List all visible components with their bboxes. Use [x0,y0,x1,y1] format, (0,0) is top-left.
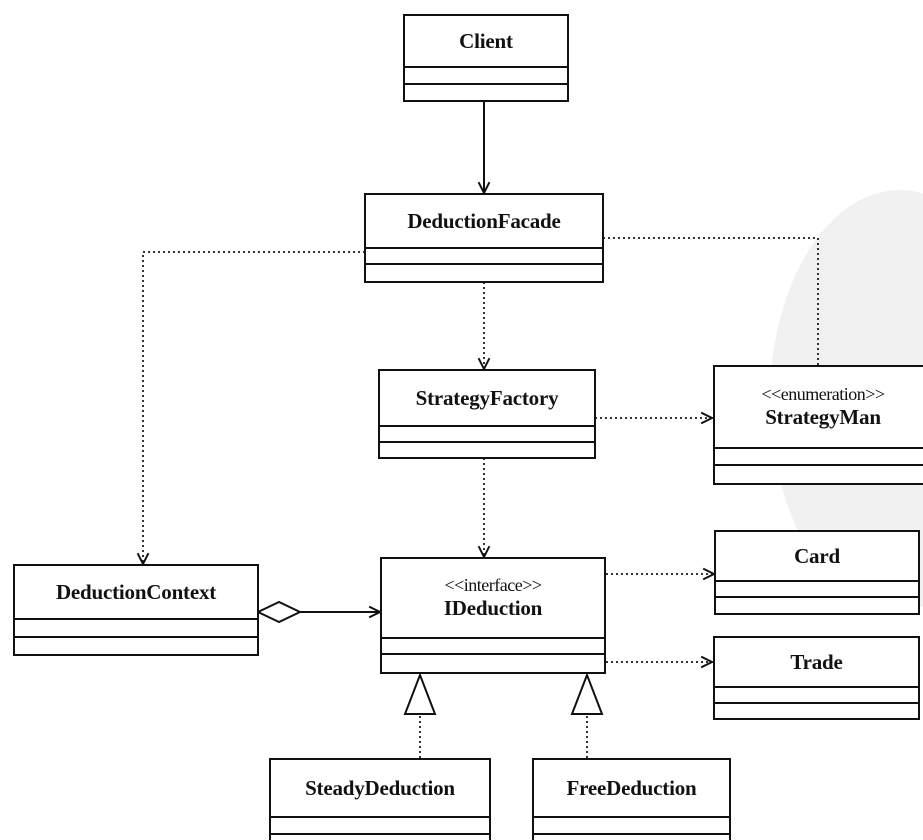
class-ideduction: <<interface>> IDeduction [380,557,606,674]
class-strategy-factory: StrategyFactory [378,369,596,459]
class-strategy-man: <<enumeration>> StrategyMan [713,365,923,485]
class-name: SteadyDeduction [305,775,455,800]
class-deduction-facade: DeductionFacade [364,193,604,283]
class-name: Client [459,28,513,53]
class-name: Card [794,543,840,568]
realization-triangle-steady [403,672,437,715]
class-name: DeductionFacade [407,208,561,233]
class-free-deduction: FreeDeduction [532,758,731,840]
relation-facade-strategyman [603,237,818,390]
class-client: Client [403,14,569,102]
realization-triangle-free [570,672,604,715]
class-stereotype: <<interface>> [444,575,542,595]
class-name: Trade [790,649,843,674]
aggregation-diamond [255,600,303,624]
class-card: Card [714,530,920,615]
class-stereotype: <<enumeration>> [761,384,885,404]
class-name: IDeduction [443,596,543,620]
class-name: StrategyMan [765,405,881,429]
class-steady-deduction: SteadyDeduction [269,758,491,840]
class-name: DeductionContext [55,579,217,604]
class-trade: Trade [713,636,920,720]
class-name: FreeDeduction [566,775,697,800]
class-deduction-context: DeductionContext [13,564,259,656]
class-name: StrategyFactory [415,385,559,410]
relation-facade-context [143,251,365,564]
